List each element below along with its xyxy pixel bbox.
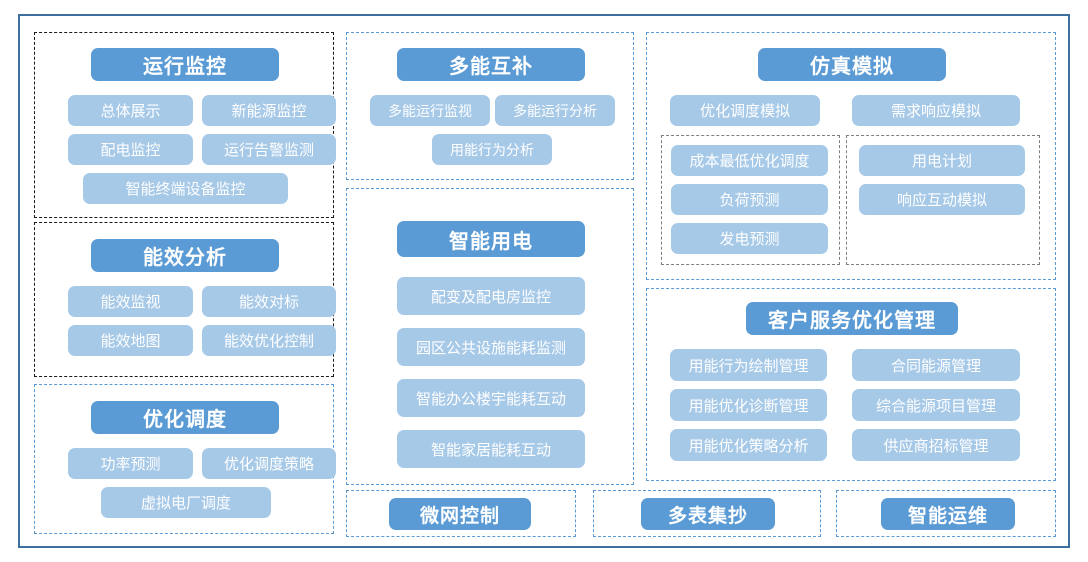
item-optimized-dispatch-strategy[interactable]: 优化调度策略 (202, 448, 336, 479)
item-efficiency-map[interactable]: 能效地图 (68, 325, 193, 356)
group-header-operation-monitoring[interactable]: 运行监控 (91, 48, 279, 81)
item-distribution-monitoring[interactable]: 配电监控 (68, 134, 193, 165)
item-new-energy-monitoring[interactable]: 新能源监控 (202, 95, 336, 126)
item-integrated-energy-project-management[interactable]: 综合能源项目管理 (852, 389, 1020, 421)
group-header-simulation[interactable]: 仿真模拟 (758, 48, 946, 81)
item-park-public-facility-energy-monitoring[interactable]: 园区公共设施能耗监测 (397, 328, 585, 366)
item-smart-home-energy-interaction[interactable]: 智能家居能耗互动 (397, 430, 585, 468)
group-simulation: 仿真模拟 优化调度模拟 需求响应模拟 成本最低优化调度 负荷预测 发电预测 用电… (646, 32, 1056, 280)
item-multi-energy-operation-monitoring[interactable]: 多能运行监视 (370, 95, 490, 126)
group-header-smart-operation-maintenance[interactable]: 智能运维 (881, 498, 1015, 530)
item-transformer-substation-monitoring[interactable]: 配变及配电房监控 (397, 277, 585, 315)
item-operation-alarm-monitoring[interactable]: 运行告警监测 (202, 134, 336, 165)
item-virtual-power-plant-dispatch[interactable]: 虚拟电厂调度 (101, 487, 271, 518)
group-smart-electricity: 智能用电 配变及配电房监控 园区公共设施能耗监测 智能办公楼宇能耗互动 智能家居… (346, 188, 634, 485)
item-energy-use-behavior-analysis[interactable]: 用能行为分析 (432, 134, 552, 165)
group-microgrid-control: 微网控制 (346, 490, 576, 537)
group-header-smart-electricity[interactable]: 智能用电 (397, 221, 585, 257)
item-energy-optimization-strategy-analysis[interactable]: 用能优化策略分析 (670, 429, 827, 461)
group-header-multi-energy-complementary[interactable]: 多能互补 (397, 48, 585, 81)
group-optimized-dispatch: 优化调度 功率预测 优化调度策略 虚拟电厂调度 (34, 384, 336, 534)
item-electricity-plan[interactable]: 用电计划 (859, 145, 1025, 176)
group-customer-service-optimization: 客户服务优化管理 用能行为绘制管理 合同能源管理 用能优化诊断管理 综合能源项目… (646, 288, 1056, 481)
group-header-optimized-dispatch[interactable]: 优化调度 (91, 401, 279, 434)
item-load-forecast[interactable]: 负荷预测 (671, 184, 828, 215)
item-contract-energy-management[interactable]: 合同能源管理 (852, 349, 1020, 381)
group-multi-energy-complementary: 多能互补 多能运行监视 多能运行分析 用能行为分析 (346, 32, 634, 180)
group-header-customer-service-optimization[interactable]: 客户服务优化管理 (746, 302, 958, 335)
group-header-energy-efficiency-analysis[interactable]: 能效分析 (91, 239, 279, 272)
group-smart-operation-maintenance: 智能运维 (836, 490, 1056, 537)
group-header-multi-meter-reading[interactable]: 多表集抄 (641, 498, 775, 530)
item-power-forecast[interactable]: 功率预测 (68, 448, 193, 479)
diagram-frame: 运行监控 总体展示 新能源监控 配电监控 运行告警监测 智能终端设备监控 能效分… (18, 14, 1070, 548)
subgroup-demand-response: 用电计划 响应互动模拟 (846, 135, 1040, 265)
subgroup-dispatch-simulation: 成本最低优化调度 负荷预测 发电预测 (661, 135, 840, 265)
item-efficiency-monitoring[interactable]: 能效监视 (68, 286, 193, 317)
item-multi-energy-operation-analysis[interactable]: 多能运行分析 (495, 95, 615, 126)
item-energy-optimization-diagnosis-management[interactable]: 用能优化诊断管理 (670, 389, 827, 421)
group-energy-efficiency-analysis: 能效分析 能效监视 能效对标 能效地图 能效优化控制 (34, 222, 336, 377)
item-lowest-cost-optimized-dispatch[interactable]: 成本最低优化调度 (671, 145, 828, 176)
item-smart-office-building-energy-interaction[interactable]: 智能办公楼宇能耗互动 (397, 379, 585, 417)
item-efficiency-benchmarking[interactable]: 能效对标 (202, 286, 336, 317)
group-multi-meter-reading: 多表集抄 (593, 490, 821, 537)
item-energy-behavior-mapping-management[interactable]: 用能行为绘制管理 (670, 349, 827, 381)
item-generation-forecast[interactable]: 发电预测 (671, 223, 828, 254)
item-smart-terminal-device-monitoring[interactable]: 智能终端设备监控 (83, 173, 288, 204)
group-operation-monitoring: 运行监控 总体展示 新能源监控 配电监控 运行告警监测 智能终端设备监控 (34, 32, 336, 218)
item-demand-response-simulation[interactable]: 需求响应模拟 (852, 95, 1020, 126)
item-supplier-bidding-management[interactable]: 供应商招标管理 (852, 429, 1020, 461)
item-response-interaction-simulation[interactable]: 响应互动模拟 (859, 184, 1025, 215)
item-efficiency-optimization-control[interactable]: 能效优化控制 (202, 325, 336, 356)
item-overall-display[interactable]: 总体展示 (68, 95, 193, 126)
item-optimized-dispatch-simulation[interactable]: 优化调度模拟 (670, 95, 820, 126)
group-header-microgrid-control[interactable]: 微网控制 (389, 498, 531, 530)
